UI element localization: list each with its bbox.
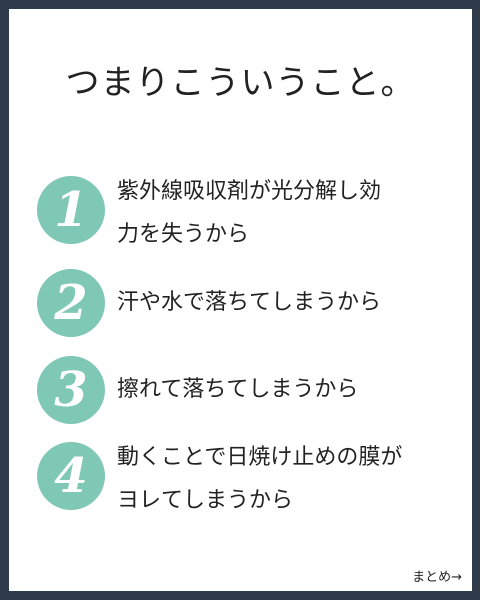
content-card: つまりこういうこと。 1 紫外線吸収剤が光分解し効 力を失うから 2 汗や水で落… [9,9,472,591]
item-text-2: 汗や水で落ちてしまうから [117,281,381,324]
item-2-line-1: 汗や水で落ちてしまうから [117,290,382,315]
number-badge-3: 3 [37,356,105,424]
list-item-1: 1 紫外線吸収剤が光分解し効 力を失うから [37,176,458,256]
item-text-3: 擦れて落ちてしまうから [117,368,358,411]
item-3-line-1: 擦れて落ちてしまうから [117,377,359,402]
item-text-1: 紫外線吸収剤が光分解し効 力を失うから [117,170,381,256]
page-title: つまりこういうこと。 [65,63,416,103]
number-badge-2: 2 [37,269,105,337]
list-item-3: 3 擦れて落ちてしまうから [37,356,458,424]
item-4-line-2: ヨレてしまうから [117,488,294,513]
item-4-line-1: 動くことで日焼け止めの膜が [117,445,403,470]
list-item-4: 4 動くことで日焼け止めの膜が ヨレてしまうから [37,442,458,522]
item-1-line-2: 力を失うから [117,222,250,247]
number-badge-4: 4 [37,442,105,510]
next-summary-link[interactable]: まとめ→ [412,570,462,585]
number-badge-1: 1 [37,176,105,244]
list-item-2: 2 汗や水で落ちてしまうから [37,269,458,337]
item-text-4: 動くことで日焼け止めの膜が ヨレてしまうから [117,436,402,522]
item-1-line-1: 紫外線吸収剤が光分解し効 [117,179,382,204]
